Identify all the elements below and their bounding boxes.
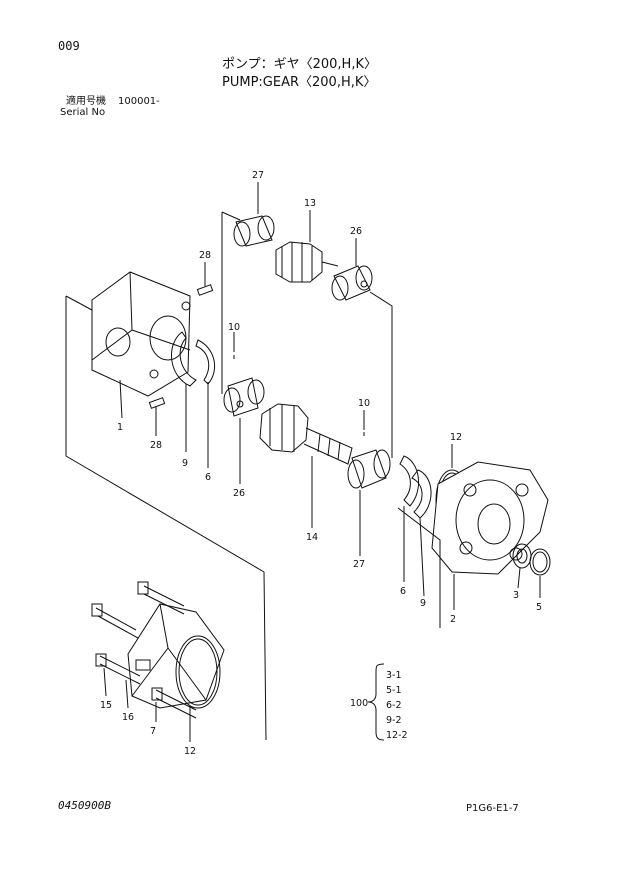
bolt-15-c [137,581,185,615]
callout-14: 14 [306,532,318,543]
kit-item: 5-1 [386,685,402,696]
callout-labels: 27 13 26 28 10 1 28 9 6 26 14 10 12 27 6… [100,170,542,757]
title-en: PUMP:GEAR〈200,H,K〉 [222,75,377,90]
flange-part-7 [127,603,225,709]
cover-part-2 [431,461,549,575]
backup-ring-9-right [411,469,432,519]
snap-ring-5 [529,548,551,576]
bushing-26-middle [223,377,265,417]
pin-28-upper [196,284,214,296]
bushing-26-upper [331,265,373,301]
page-number: 009 [58,39,80,53]
callout-3: 3 [513,590,519,601]
callout-6-right: 6 [400,586,406,597]
kit-brace [367,663,385,741]
kit-item: 9-2 [386,715,402,726]
kit-item: 3-1 [386,670,402,681]
callout-26-upper: 26 [350,226,362,237]
kit-item: 6-2 [386,700,402,711]
callout-16: 16 [122,712,134,723]
callout-12-right: 12 [450,432,462,443]
seal-6-left [195,339,216,385]
callout-13: 13 [304,198,316,209]
callout-28-upper: 28 [199,250,211,261]
serial-label-jp: 適用号機 [66,96,106,107]
callout-15: 15 [100,700,112,711]
bolt-15-b [95,653,141,685]
page-reference: P1G6-E1-7 [466,803,519,814]
kit-item: 12-2 [386,730,408,741]
o-ring-12-lower [175,635,221,709]
bolt-15-a [91,603,139,639]
callout-10-upper: 10 [228,322,240,333]
callout-9-right: 9 [420,598,426,609]
serial-value: 100001- [118,96,160,107]
bolt-15-d [151,687,197,719]
pump-body-part-1 [91,271,191,397]
serial-label-en: Serial No [60,107,106,118]
callout-1: 1 [117,422,123,433]
callout-26-lower: 26 [233,488,245,499]
callout-5: 5 [536,602,542,613]
callout-6-left: 6 [205,472,211,483]
kit-list: 100 3-1 5-1 6-2 9-2 12-2 [350,670,408,741]
kit-number: 100 [350,698,368,709]
callout-10-lower: 10 [358,398,370,409]
title-jp: ポンプ：ギヤ〈200,H,K〉 [222,57,377,72]
seal-6-right [399,455,420,507]
callout-27-upper: 27 [252,170,264,181]
callout-27-lower: 27 [353,559,365,570]
assembly-lines [65,211,441,741]
callout-2: 2 [450,614,456,625]
backup-ring-9-left [171,331,197,387]
callout-9-left: 9 [182,458,188,469]
driven-gear-13 [275,241,339,283]
leader-lines [103,182,541,742]
callout-28-lower: 28 [150,440,162,451]
drawing-number: 0450900B [58,799,111,812]
drive-gear-14 [259,403,353,465]
pin-28-lower [148,397,166,409]
bushing-27-lower [347,449,391,489]
callout-7: 7 [150,726,156,737]
bushing-27-upper [233,215,275,247]
callout-12-lower: 12 [184,746,196,757]
